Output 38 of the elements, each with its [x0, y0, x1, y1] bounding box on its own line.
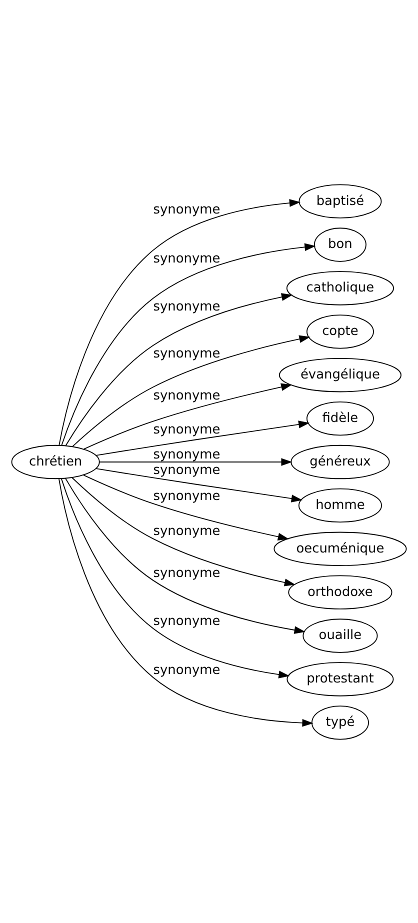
- node-ellipse: copte: [306, 314, 374, 348]
- arrow: [72, 334, 310, 446]
- arrow: [65, 477, 306, 634]
- node-ellipse: baptisé: [298, 184, 382, 218]
- arrow: [95, 468, 302, 502]
- node-ellipse: orthodoxe: [288, 574, 392, 609]
- node-ellipse: généreux: [290, 444, 390, 479]
- arrow: [72, 476, 296, 586]
- edge-label: synonyme: [153, 446, 220, 462]
- node-ellipse: catholique: [286, 270, 394, 305]
- edge-label: synonyme: [153, 565, 220, 580]
- edge-label: synonyme: [153, 346, 220, 362]
- edge-label: synonyme: [153, 662, 220, 678]
- arrow: [95, 420, 310, 456]
- edge-label: synonyme: [153, 488, 220, 504]
- arrow: [83, 474, 289, 540]
- node-ellipse: homme: [298, 488, 382, 522]
- arrow: [58, 478, 314, 726]
- arrow: [65, 292, 293, 446]
- edge-label: synonyme: [153, 299, 220, 314]
- arrow: [61, 242, 316, 446]
- arrow: [98, 458, 292, 466]
- node-ellipse: chrétien: [11, 444, 100, 479]
- node-ellipse: ouaille: [302, 618, 378, 652]
- node-ellipse: bon: [314, 227, 366, 262]
- arrow: [83, 382, 292, 450]
- edge-label: synonyme: [153, 462, 220, 478]
- node-ellipse: fidèle: [306, 400, 374, 436]
- edge-label: synonyme: [153, 202, 220, 218]
- arrow: [58, 198, 301, 446]
- node-ellipse: typé: [311, 705, 369, 740]
- edge-label: synonyme: [153, 524, 220, 539]
- arrow: [60, 478, 290, 678]
- edge-label: synonyme: [153, 388, 220, 403]
- edge-label: synonyme: [153, 613, 220, 628]
- edge-label: synonyme: [153, 422, 220, 438]
- node-ellipse: protestant: [286, 662, 394, 696]
- edge-label: synonyme: [153, 251, 220, 266]
